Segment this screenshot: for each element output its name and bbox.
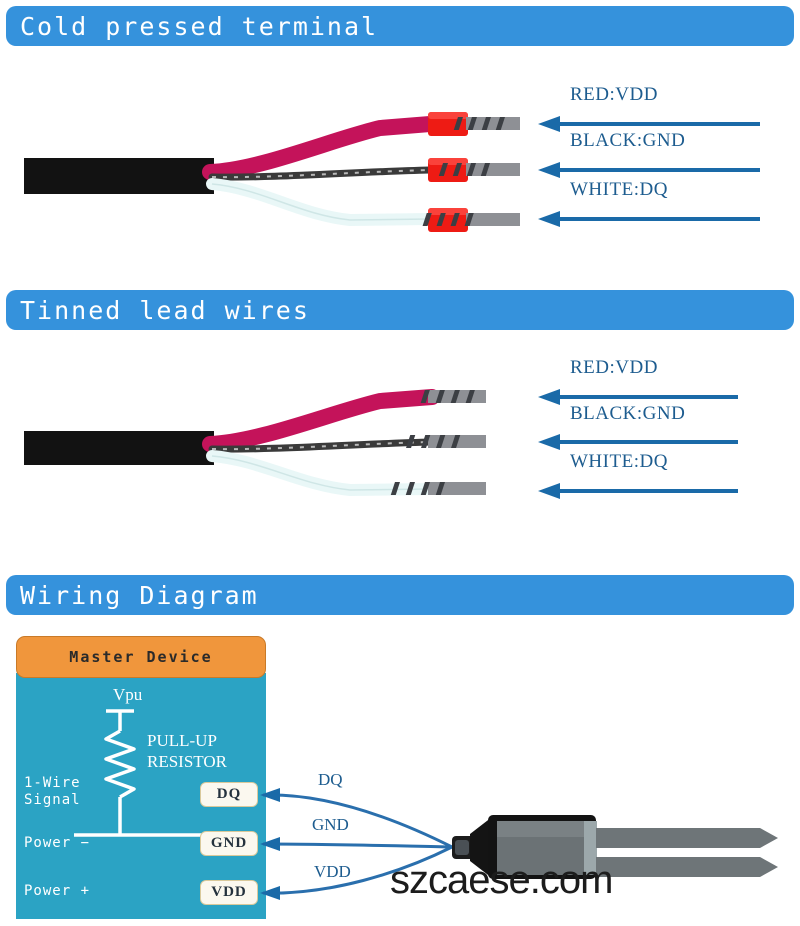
- tinned-end-red-vdd: [420, 390, 486, 403]
- curve-vdd: [262, 845, 453, 895]
- pin-box-dq[interactable]: DQ: [200, 782, 258, 807]
- master-device-title: Master Device: [69, 648, 213, 666]
- probe-collar: [584, 821, 597, 875]
- probe-cable-stub-inner: [455, 840, 469, 855]
- section-title: Cold pressed terminal: [20, 11, 379, 41]
- cable-figure-cold-pressed-terminal: RED:VDD BLACK:GND WHITE:DQ: [0, 80, 800, 245]
- label-power-plus: Power +: [24, 883, 91, 899]
- annotation-arrows: [538, 389, 738, 499]
- annotation-label: RED:VDD: [570, 84, 658, 105]
- pin-label: DQ: [216, 786, 242, 802]
- pullup-resistor-label: PULL-UP RESISTOR: [147, 731, 227, 771]
- pin-arrowheads: [260, 788, 280, 900]
- master-device-header: Master Device: [16, 636, 266, 678]
- section-header-cold-pressed-terminal: Cold pressed terminal: [6, 6, 794, 46]
- vpu-label: Vpu: [113, 685, 143, 704]
- sensor-wire-label-gnd: GND: [312, 815, 349, 834]
- site-watermark: szcaese.com: [390, 858, 613, 902]
- wire-white-edge: [211, 455, 433, 491]
- ferrule-white-dq: [422, 208, 520, 232]
- tinned-end-white-dq: [390, 482, 486, 495]
- pin-label: GND: [210, 835, 248, 851]
- cable-jacket: [24, 431, 214, 465]
- section-header-wiring-diagram: Wiring Diagram: [6, 575, 794, 615]
- ferrule-black-gnd: [428, 158, 520, 182]
- section-header-tinned-lead-wires: Tinned lead wires: [6, 290, 794, 330]
- curve-gnd: [262, 842, 453, 849]
- sensor-wire-label-dq: DQ: [318, 770, 343, 789]
- section-title: Wiring Diagram: [20, 580, 259, 610]
- wire-black-sheen: [211, 441, 433, 451]
- tinned-end-black-gnd: [406, 435, 486, 448]
- wire-red: [202, 389, 440, 452]
- annotation-label: BLACK:GND: [570, 130, 686, 151]
- annotation-label: BLACK:GND: [570, 403, 686, 424]
- cable-jacket: [24, 158, 214, 194]
- resistor-zigzag: [104, 729, 136, 799]
- label-power-minus: Power −: [24, 835, 91, 851]
- wire-black-sheen: [211, 169, 431, 179]
- probe-prong-upper: [596, 828, 778, 848]
- wire-white-edge: [211, 183, 431, 221]
- curve-dq: [262, 793, 453, 849]
- section-title: Tinned lead wires: [20, 295, 310, 325]
- sensor-wire-label-vdd: VDD: [314, 862, 351, 881]
- pin-box-gnd[interactable]: GND: [200, 831, 258, 856]
- pin-label: VDD: [211, 884, 247, 900]
- cable-figure-tinned-lead-wires: RED:VDD BLACK:GND WHITE:DQ: [0, 357, 800, 515]
- ferrule-red-vdd: [428, 112, 520, 136]
- sensor-connection-graphics: [260, 788, 778, 900]
- probe-prong-lower: [596, 857, 778, 877]
- label-1wire-signal: 1-Wire Signal: [24, 775, 81, 808]
- wiring-diagram: Master Device Vpu PULL-UP RESISTOR 1-Wir…: [0, 625, 800, 926]
- sensor-probe: [452, 815, 778, 879]
- probe-neck: [470, 817, 492, 878]
- probe-body-highlight: [497, 821, 589, 837]
- annotation-label: RED:VDD: [570, 357, 658, 378]
- wire-red: [202, 116, 438, 180]
- pin-box-vdd[interactable]: VDD: [200, 880, 258, 905]
- annotation-label: WHITE:DQ: [570, 179, 668, 200]
- annotation-label: WHITE:DQ: [570, 451, 668, 472]
- annotation-arrows: [538, 116, 760, 227]
